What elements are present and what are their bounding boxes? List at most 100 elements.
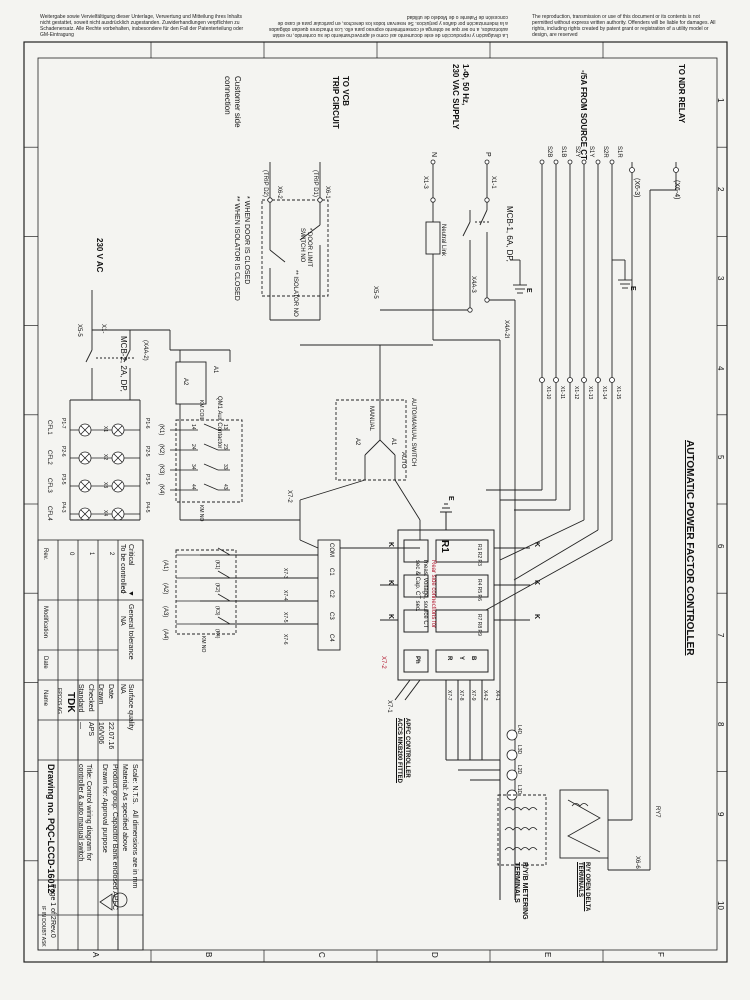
fan-x-label: X1: [102, 426, 108, 433]
controller-k-right: K: [533, 542, 540, 548]
fan-lamp-label: CFL4: [46, 506, 52, 521]
grid-col-8: 8: [716, 722, 725, 727]
contactor-output: (K2): [158, 444, 164, 456]
ct-terminal: X1-11: [559, 386, 565, 399]
relay-channel: (A4): [162, 629, 168, 641]
grid-col-1: 1: [716, 98, 725, 103]
customer-label-line2: connection: [223, 76, 232, 115]
grid-row-E: E: [543, 952, 552, 958]
am-a1-label: A1: [390, 438, 396, 446]
controller-k-left: K: [387, 614, 394, 620]
checked-label: Checked: [87, 684, 94, 712]
fan-terminal-bottom: P2-6: [60, 446, 66, 457]
relay-knife: (K2): [214, 583, 220, 593]
controlled-label: To be controlled: [119, 544, 126, 594]
revision-row: 2: [108, 552, 114, 556]
revision-label: Rev.0: [49, 920, 56, 938]
page-label: Page 1 of 2: [49, 884, 56, 920]
controller-voltage-terminal: Y: [458, 656, 464, 661]
ct-terminal: X1-10: [545, 386, 551, 400]
grid-col-2: 2: [716, 187, 725, 192]
trip-d1-label: (TRIP D1): [312, 170, 318, 197]
fan-x-label: X4: [102, 510, 108, 517]
mcb2-x1-label: X1-: [100, 324, 106, 334]
relay-com-label: COM: [328, 543, 334, 557]
footer-code: IF IN DOUBT ASK: [40, 906, 46, 947]
fan-terminal-top: P3-5: [144, 474, 150, 485]
fan-terminal-bottom: P3-5: [60, 474, 66, 485]
customer-label-line1: Customer side: [233, 76, 242, 128]
led-indicator: [506, 729, 518, 741]
contactor-x4a: (X4A-2): [142, 340, 148, 361]
grid-row-B: B: [204, 952, 213, 958]
trip-d2-label: (TRIP D2): [262, 170, 268, 197]
relay-terminal: X7-5: [282, 612, 288, 623]
controller-block: R1 R2 R3: [476, 544, 482, 566]
revision-row: 0: [68, 552, 74, 556]
critical-label: Critical: [127, 544, 134, 566]
product-group-label: Product group: Capacitor Bank enclosed A…: [111, 764, 118, 910]
controller-voltage-terminal: Ph: [414, 656, 420, 664]
grid-col-3: 3: [716, 276, 725, 281]
mcb2-x5-label: X5-5: [76, 324, 82, 337]
surface-quality-value: NA: [119, 684, 126, 694]
ct-wire-S2Y: S2Y: [574, 146, 580, 158]
fan-x-label: X2: [102, 454, 108, 461]
supply-wire-p: P: [484, 152, 491, 157]
controller-k-right: K: [533, 614, 540, 620]
scale-label: Scale: N.T.S.: [131, 764, 138, 805]
drawn-value: 16/V06: [97, 722, 104, 745]
contactor-terminal-bottom: 14: [190, 424, 196, 430]
controller-wire: X7-9: [470, 690, 476, 701]
fan-terminal-top: P2-5: [144, 446, 150, 457]
trip-note-door: * WHEN DOOR IS CLOSED: [243, 196, 250, 285]
controller-rear-line3: sec & Cap. CT sec.: [414, 560, 420, 612]
ct-wire-S1R: S1R: [616, 146, 622, 158]
led-label: L1D: [516, 785, 522, 795]
contactor-a1: A1: [212, 366, 218, 374]
legal-note-es: La divulgación y reproducción de este do…: [268, 14, 508, 38]
controller-brand-line1: APFC CONTROLLER: [404, 718, 410, 778]
grid-row-C: C: [317, 952, 326, 958]
fan-lamp-label: CFL2: [46, 450, 52, 465]
contactor-km-no: KM NO: [198, 505, 204, 522]
vcb-label-line2: TRIP CIRCUIT: [331, 76, 340, 129]
trip-terminal-2: X6-2: [276, 186, 282, 199]
controller-r1-label: R1: [439, 540, 450, 553]
material-label: Material: As specified above: [121, 764, 128, 852]
brand-logo-text: TDK: [65, 692, 76, 713]
grid-col-9: 9: [716, 811, 725, 817]
ct-terminal: X1-14: [601, 386, 607, 400]
mcb2-label: MCB-2, 2A, DP,: [119, 336, 128, 392]
revision-header: Name: [42, 690, 48, 707]
general-tolerance-label: General tolerance: [127, 604, 134, 660]
ct-wire-S1B: S1B: [560, 146, 566, 158]
controller-voltage-terminal: R: [446, 656, 452, 661]
earth-label-ct: E: [629, 286, 636, 291]
ct-wire-S2B: S2B: [546, 146, 552, 158]
standard-value: —: [77, 722, 84, 729]
x5-5-label: X5-5: [372, 286, 378, 299]
relay-knife: (K3): [214, 606, 220, 616]
revision-header: Modification: [42, 606, 48, 639]
trip-terminal-1: X6-1: [324, 186, 330, 199]
diagram-title: AUTOMATIC POWER FACTOR CONTROLLER: [684, 440, 695, 656]
led-indicator: [506, 749, 518, 761]
x7-2-label: X7-2: [380, 656, 386, 669]
relay-channel: (A1): [162, 560, 168, 572]
fan-lamp-label: CFL1: [46, 420, 52, 435]
supply-label-line1: 1-Φ, 50 Hz,: [461, 64, 470, 106]
controller-k-right: K: [533, 580, 540, 586]
date-label: Date: [107, 684, 114, 699]
manual-label: MANUAL: [368, 406, 374, 432]
grid-row-D: D: [430, 952, 439, 958]
mcb1-terminal-1: X4A-3: [470, 276, 476, 293]
relay-terminal: X7-4: [282, 590, 288, 601]
open-delta-label: R/Y OPEN DELTA TERMINALS: [577, 862, 590, 912]
relay-channel: (A3): [162, 606, 168, 618]
ct-terminal: X1-15: [615, 386, 621, 400]
grid-row-F: F: [656, 952, 665, 957]
relay-output: C2: [328, 590, 334, 598]
ct-terminal: X1-12: [573, 386, 579, 400]
trip-note-isolator: ** WHEN ISOLATOR IS CLOSED: [233, 196, 240, 301]
